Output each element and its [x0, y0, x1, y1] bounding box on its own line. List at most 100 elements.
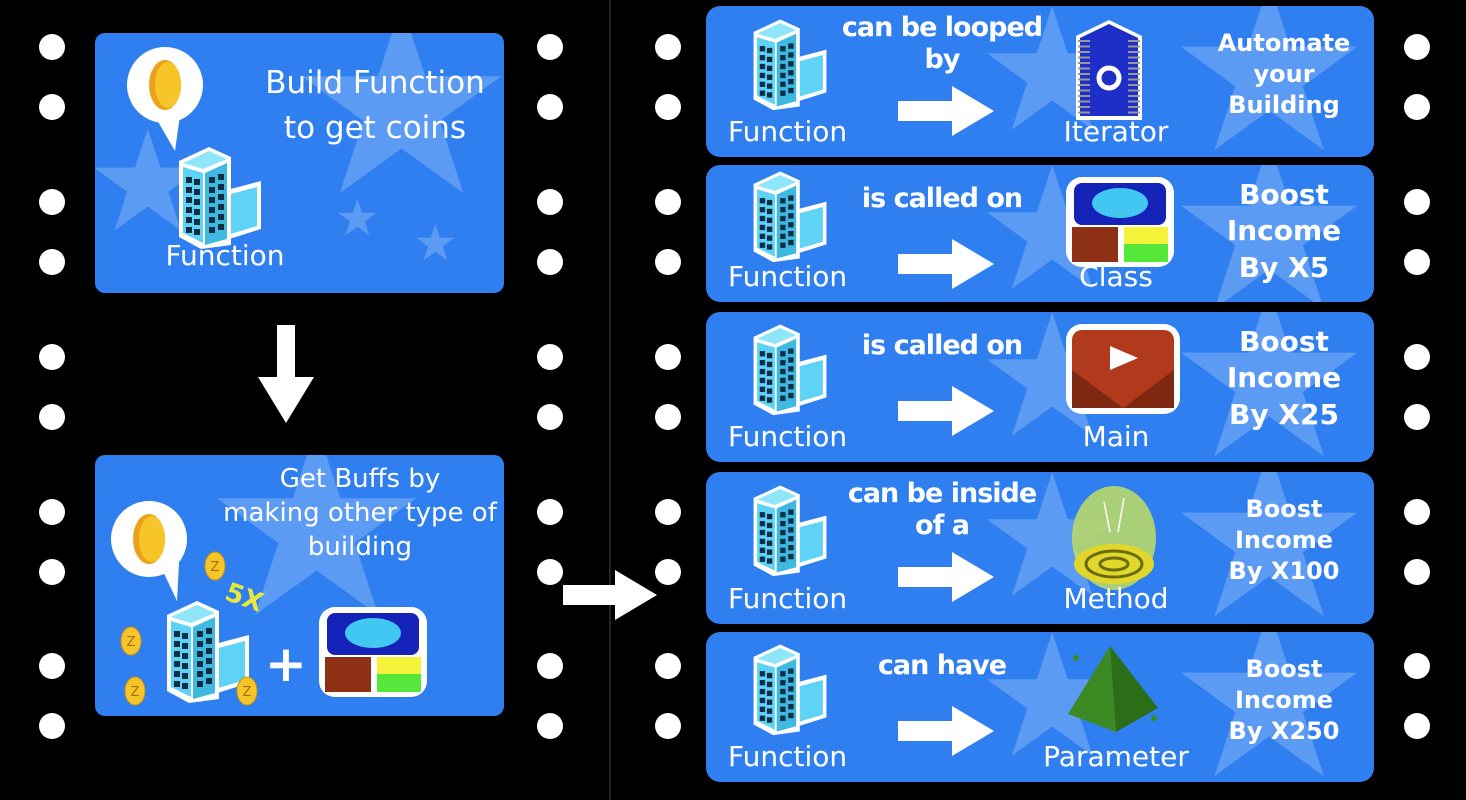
- film-hole: [537, 559, 563, 585]
- film-hole: [1404, 94, 1430, 120]
- film-hole: [655, 249, 681, 275]
- coin-icon: Z: [124, 676, 146, 706]
- film-hole: [537, 94, 563, 120]
- star-icon: ★: [335, 189, 380, 247]
- film-hole: [1404, 713, 1430, 739]
- target-label: Main: [1082, 420, 1150, 453]
- target-label: Iterator: [1063, 115, 1169, 148]
- film-hole: [1404, 249, 1430, 275]
- coin-icon: Z: [204, 551, 226, 581]
- film-hole: [655, 189, 681, 215]
- function-building-icon: [167, 601, 249, 703]
- right-arrow-icon: [898, 552, 994, 602]
- coin-bubble-icon: [127, 47, 203, 151]
- film-hole: [1404, 653, 1430, 679]
- film-hole: [655, 653, 681, 679]
- source-label: Function: [728, 582, 848, 615]
- right-arrow-icon: [898, 239, 994, 289]
- film-hole: [537, 34, 563, 60]
- film-hole: [39, 499, 65, 525]
- function-building-icon: [753, 170, 827, 262]
- film-hole: [537, 713, 563, 739]
- star-icon: ★: [1166, 312, 1373, 462]
- class-icon: [319, 607, 427, 697]
- source-label: Function: [728, 740, 848, 773]
- film-hole: [39, 559, 65, 585]
- film-hole: [655, 344, 681, 370]
- film-hole: [655, 559, 681, 585]
- function-building-icon: [753, 324, 827, 416]
- film-hole: [1404, 189, 1430, 215]
- svg-text:Z: Z: [211, 560, 220, 575]
- right-arrow-icon: [898, 706, 994, 756]
- target-label: Parameter: [1043, 740, 1189, 773]
- film-hole: [537, 249, 563, 275]
- function-building-icon: [753, 18, 827, 110]
- film-hole: [39, 404, 65, 430]
- function-building-icon: [753, 644, 827, 736]
- coin-icon: Z: [120, 626, 142, 656]
- star-icon: ★: [413, 214, 458, 272]
- film-hole: [39, 249, 65, 275]
- right-arrow-icon: [898, 386, 994, 436]
- star-icon: ★: [285, 33, 504, 254]
- function-label: Function: [165, 239, 285, 272]
- film-hole: [537, 189, 563, 215]
- film-divider: [609, 0, 611, 800]
- film-hole: [655, 94, 681, 120]
- film-hole: [537, 344, 563, 370]
- main-icon: [1064, 322, 1182, 421]
- coin-bubble-icon: [111, 501, 187, 601]
- star-icon: ★: [1166, 632, 1373, 782]
- film-hole: [39, 94, 65, 120]
- star-icon: ★: [1166, 6, 1373, 157]
- right-arrow-icon: [563, 570, 657, 620]
- svg-text:Z: Z: [243, 685, 252, 700]
- relation-label: is called on: [861, 330, 1023, 361]
- film-hole: [1404, 404, 1430, 430]
- method-icon: [1064, 482, 1164, 596]
- film-hole: [537, 404, 563, 430]
- film-hole: [39, 344, 65, 370]
- svg-text:Z: Z: [127, 635, 136, 650]
- source-label: Function: [728, 260, 848, 293]
- film-hole: [1404, 559, 1430, 585]
- film-hole: [39, 713, 65, 739]
- film-hole: [537, 499, 563, 525]
- source-label: Function: [728, 420, 848, 453]
- film-hole: [39, 653, 65, 679]
- function-building-icon: [179, 147, 261, 249]
- svg-text:Z: Z: [131, 685, 140, 700]
- film-hole: [1404, 344, 1430, 370]
- relation-label: is called on: [861, 183, 1023, 214]
- class-icon: [1064, 175, 1176, 274]
- down-arrow-icon: [258, 325, 314, 423]
- film-hole: [39, 34, 65, 60]
- right-arrow-icon: [898, 86, 994, 136]
- iterator-icon: [1064, 16, 1154, 130]
- target-label: Class: [1079, 260, 1153, 293]
- film-hole: [655, 404, 681, 430]
- function-building-icon: [753, 485, 827, 577]
- parameter-icon: [1064, 642, 1164, 741]
- film-hole: [655, 34, 681, 60]
- coin-icon: Z: [236, 676, 258, 706]
- film-hole: [655, 499, 681, 525]
- film-hole: [655, 713, 681, 739]
- relation-label: can have: [877, 650, 1007, 681]
- film-hole: [1404, 34, 1430, 60]
